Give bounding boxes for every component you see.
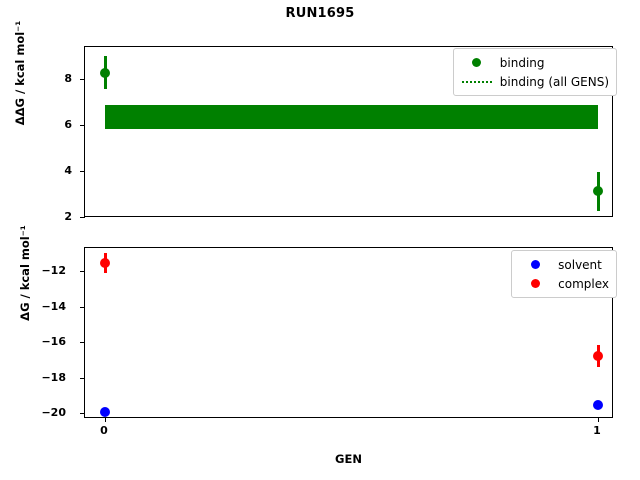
top-ytick-mark-3 [80, 217, 85, 218]
complex-dot-icon [518, 279, 552, 288]
legend-label-solvent: solvent [558, 257, 602, 272]
bottom-ytick-mark-4 [80, 413, 85, 414]
top-plot-area [85, 47, 612, 216]
bottom-legend[interactable]: solvent complex [511, 250, 617, 298]
xtick-label-gen0: 0 [100, 424, 108, 437]
xaxis-title: GEN [335, 452, 362, 466]
legend-item-complex[interactable]: complex [518, 274, 609, 293]
solvent-dot-icon [518, 260, 552, 269]
legend-label-binding: binding [499, 55, 545, 70]
legend-item-binding-all-gens[interactable]: binding (all GENS) [460, 72, 609, 91]
top-ytick-mark-0 [80, 79, 85, 80]
bottom-ytick-mark-1 [80, 307, 85, 308]
top-ytick-label-6: 6 [64, 118, 72, 131]
solvent-point-gen1 [593, 400, 603, 410]
bottom-ytick-mark-3 [80, 378, 85, 379]
top-ytick-label-2: 2 [64, 210, 72, 223]
binding-point-gen1 [593, 186, 603, 196]
top-legend[interactable]: binding binding (all GENS) [452, 48, 617, 96]
bottom-ytick-label-m18: −18 [41, 371, 66, 384]
bottom-yaxis-title: ΔG / kcal mol⁻¹ [18, 225, 32, 321]
binding-dot-icon [460, 58, 494, 67]
legend-label-complex: complex [558, 276, 609, 291]
bottom-ytick-mark-0 [80, 271, 85, 272]
bottom-ytick-label-m20: −20 [41, 406, 66, 419]
bottom-ytick-label-m14: −14 [41, 300, 66, 313]
legend-item-binding[interactable]: binding [460, 53, 609, 72]
top-yaxis-title: ΔΔG / kcal mol⁻¹ [13, 20, 27, 126]
legend-item-solvent[interactable]: solvent [518, 255, 609, 274]
bottom-ytick-label-m16: −16 [41, 335, 66, 348]
binding-point-gen0 [100, 68, 110, 78]
dotted-line-icon [460, 80, 494, 83]
figure-title: RUN1695 [285, 6, 355, 21]
complex-point-gen1 [593, 351, 603, 361]
binding-all-gens-band [105, 105, 598, 129]
xtick-mark-gen1 [598, 417, 599, 422]
legend-label-binding-all-gens: binding (all GENS) [499, 74, 609, 89]
top-ytick-mark-2 [80, 171, 85, 172]
solvent-point-gen0 [100, 407, 110, 417]
bottom-ytick-label-m12: −12 [41, 264, 66, 277]
bottom-ytick-mark-2 [80, 342, 85, 343]
top-ytick-label-4: 4 [64, 164, 72, 177]
xtick-label-gen1: 1 [593, 424, 601, 437]
complex-point-gen0 [100, 258, 110, 268]
top-ytick-label-8: 8 [64, 72, 72, 85]
top-ytick-mark-1 [80, 125, 85, 126]
xtick-mark-gen0 [105, 417, 106, 422]
bottom-plot-area [85, 248, 612, 417]
